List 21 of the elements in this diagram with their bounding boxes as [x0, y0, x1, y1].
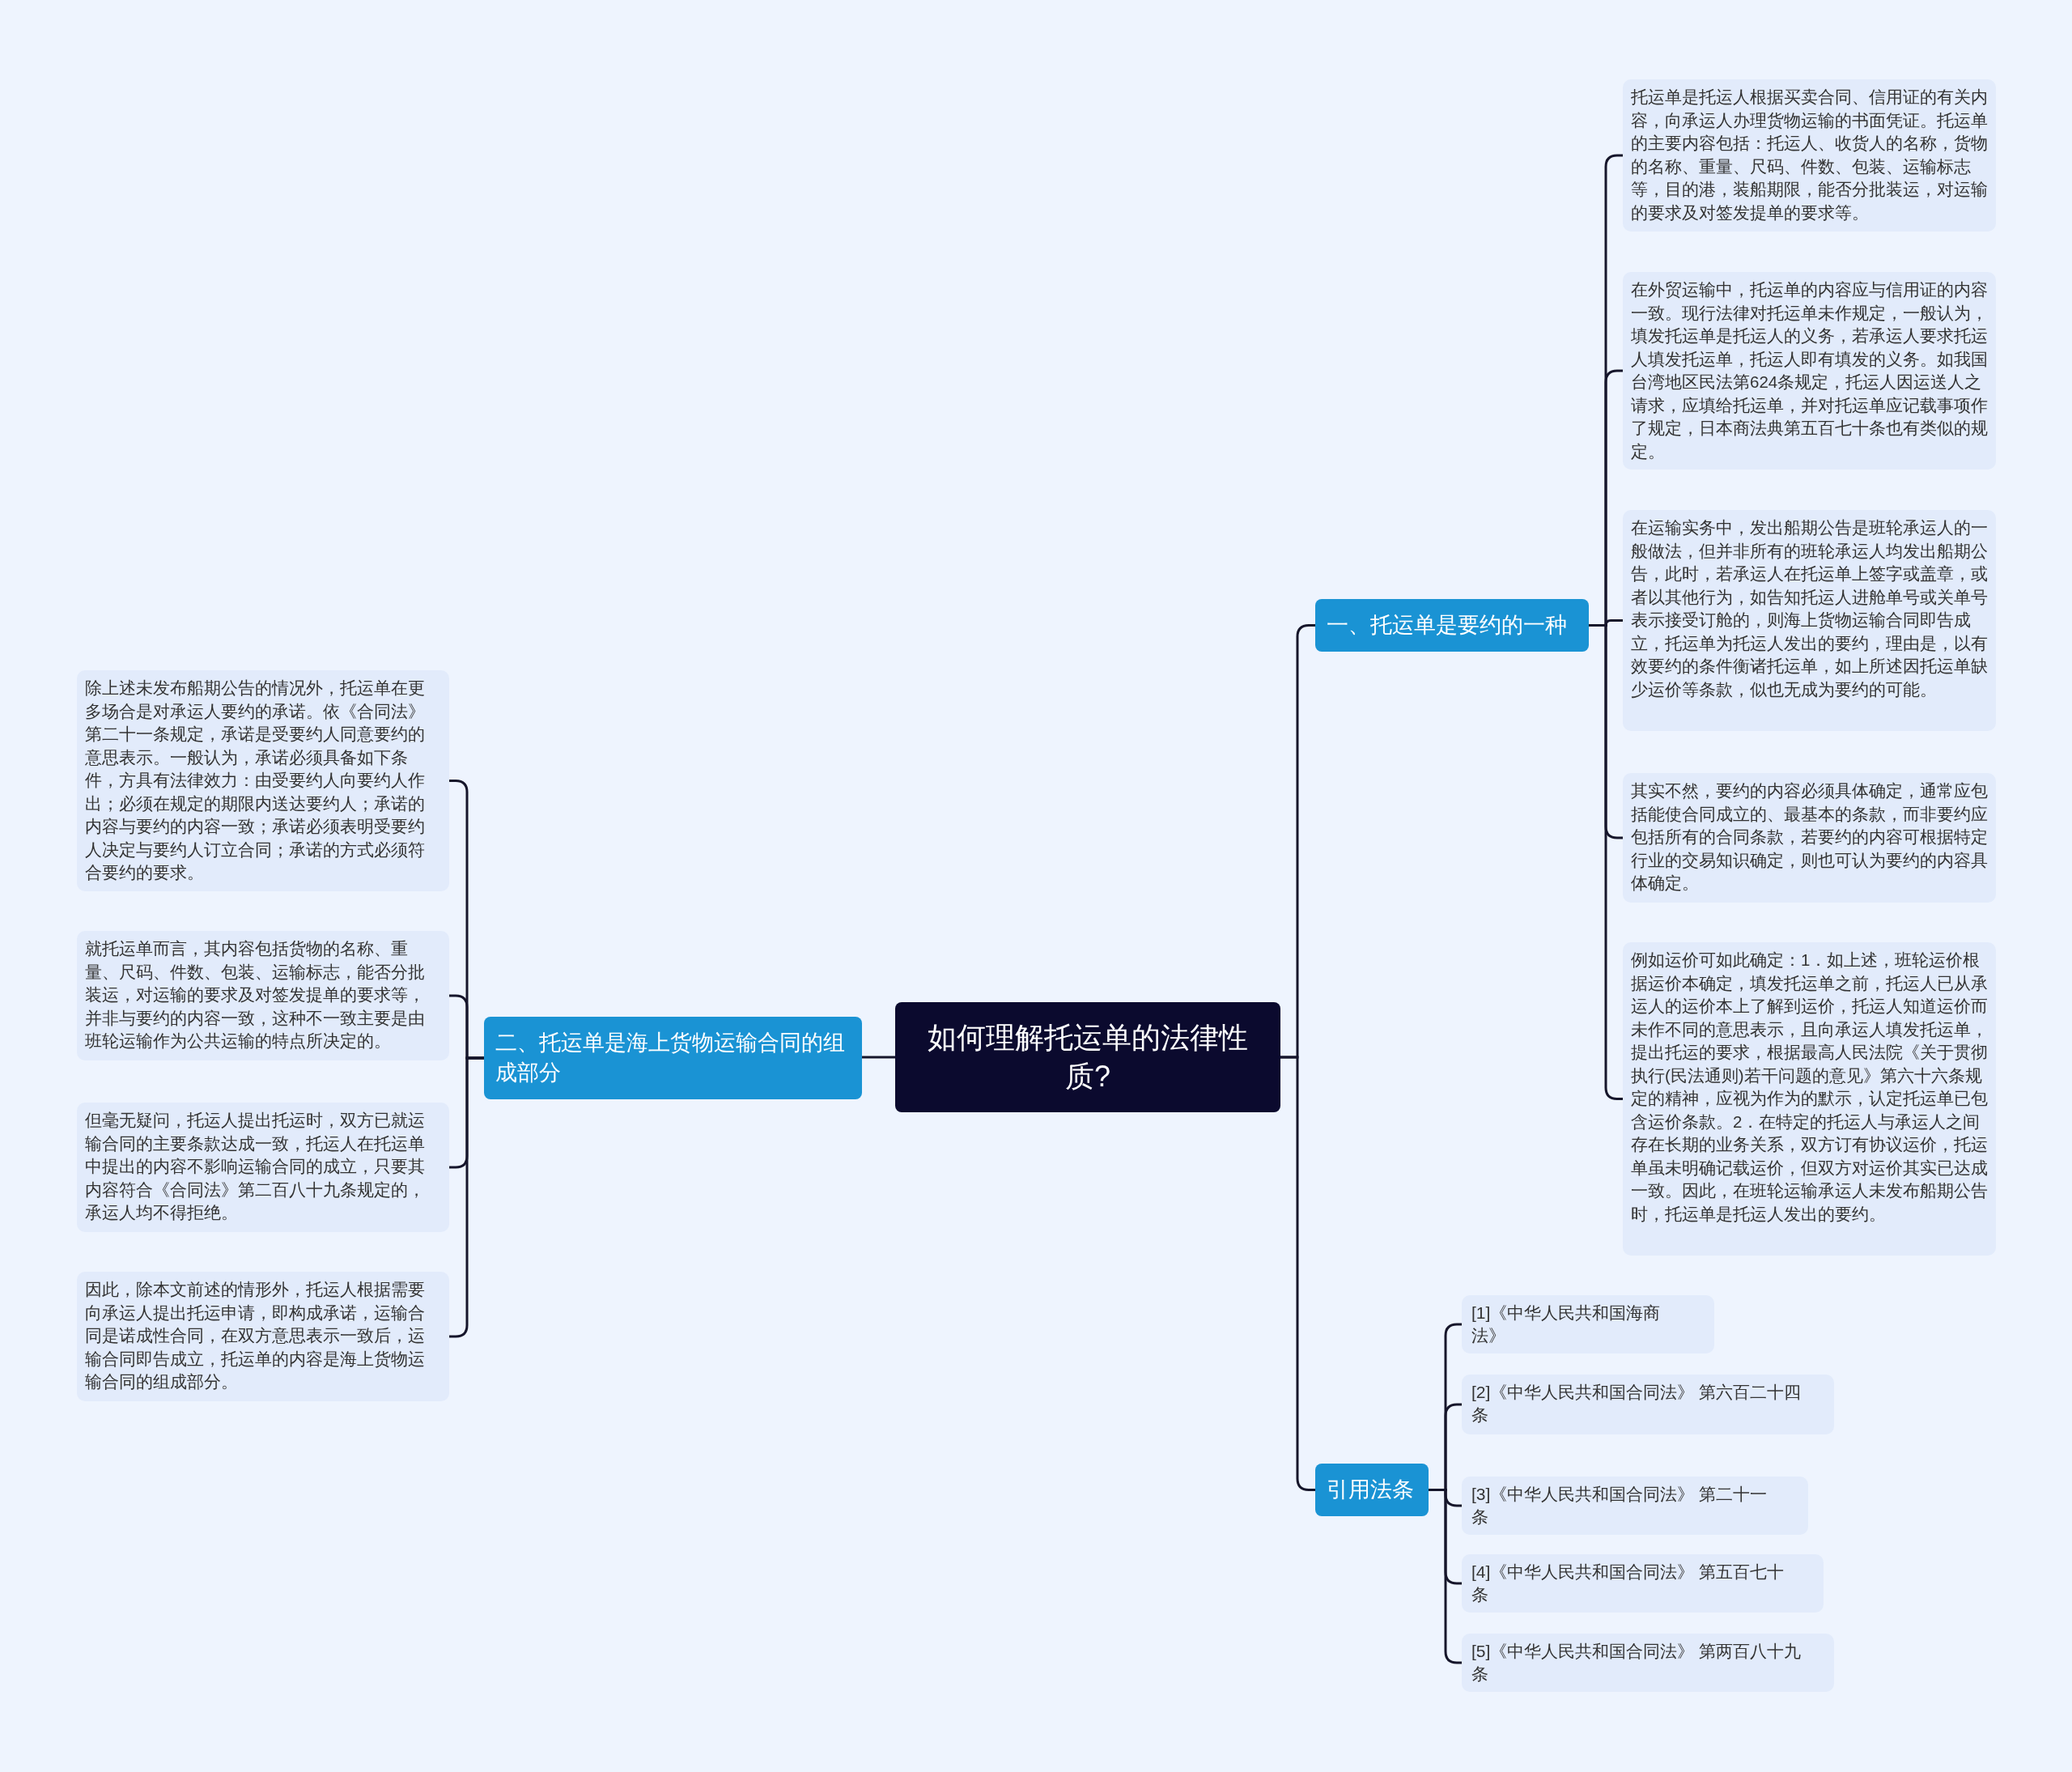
branch-box: 引用法条: [1315, 1464, 1429, 1516]
text-box: 就托运单而言，其内容包括货物的名称、重量、尺码、件数、包装、运输标志，能否分批装运，对运输的要求及对签发提单的要求等，并非与要约的内容一致，这种不一致主要是由班轮运输作为公共运输的特点所决定的。: [77, 931, 449, 1060]
text-box: 因此，除本文前述的情形外，托运人根据需要向承运人提出托运申请，即构成承诺，运输合同是诺成性合同，在双方意思表示一致后，运输合同即告成立，托运单的内容是海上货物运输合同的组成部分。: [77, 1272, 449, 1401]
text-box: 托运单是托运人根据买卖合同、信用证的有关内容，向承运人办理货物运输的书面凭证。托运单的主要内容包括：托运人、收货人的名称，货物的名称、重量、尺码、件数、包装、运输标志等，目的港，装船期限，能否分批装运，对运输的要求及对签发提单的要求等。: [1623, 79, 1996, 232]
reference-box: [1]《中华人民共和国海商法》: [1462, 1295, 1714, 1353]
reference-box: [5]《中华人民共和国合同法》 第两百八十九条: [1462, 1634, 1834, 1692]
branch-box: 二、托运单是海上货物运输合同的组成部分: [484, 1017, 862, 1099]
connector-line: [449, 1056, 484, 1338]
connector-line: [862, 1056, 895, 1059]
text-box: 其实不然，要约的内容必须具体确定，通常应包括能使合同成立的、最基本的条款，而非要约应包括所有的合同条款，若要约的内容可根据特定行业的交易知识确定，则也可认为要约的内容具体确定。: [1623, 773, 1996, 903]
reference-box: [3]《中华人民共和国合同法》 第二十一条: [1462, 1477, 1808, 1535]
reference-box: [2]《中华人民共和国合同法》 第六百二十四条: [1462, 1375, 1834, 1434]
reference-box: [4]《中华人民共和国合同法》 第五百七十条: [1462, 1554, 1824, 1613]
text-box: 在运输实务中，发出船期公告是班轮承运人的一般做法，但并非所有的班轮承运人均发出船期公告，此时，若承运人在托运单上签字或盖章，或者以其他行为，如告知托运人进舱单号或关单号表示接受订舱的，则海上货物运输合同即告成立，托运单为托运人发出的要约，理由是，以有效要约的条件衡诸托运单，如上所述因托运单缺少运价等条款，似也无成为要约的可能。: [1623, 510, 1996, 731]
connector-line: [1280, 1056, 1315, 1491]
text-box: 但毫无疑问，托运人提出托运时，双方已就运输合同的主要条款达成一致，托运人在托运单中提出的内容不影响运输合同的成立，只要其内容符合《合同法》第二百八十九条规定的，承运人均不得拒绝。: [77, 1103, 449, 1232]
branch-box: 一、托运单是要约的一种: [1315, 599, 1589, 652]
central-topic: 如何理解托运单的法律性质?: [895, 1002, 1280, 1112]
text-box: 除上述未发布船期公告的情况外，托运单在更多场合是对承运人要约的承诺。依《合同法》第二十一条规定，承诺是受要约人同意要约的意思表示。一般认为，承诺必须具备如下条件，方具有法律效力：由受要约人向要约人作出；必须在规定的期限内送达要约人；承诺的内容与要约的内容一致；承诺必须表明受要约人决定与要约人订立合同；承诺的方式必须符合要约的要求。: [77, 670, 449, 891]
text-box: 例如运价可如此确定：1．如上述，班轮运价根据运价本确定，填发托运单之前，托运人已从承运人的运价本上了解到运价，托运人知道运价而未作不同的意思表示，且向承运人填发托运单，提出托运的要求，根据最高人民法院《关于贯彻执行(民法通则)若干问题的意见》第六十六条规定的精神，应视为作为的默示，认定托运单已包含运价条款。2．在特定的托运人与承运人之间存在长期的业务关系，双方订有协议运价，托运单虽未明确记载运价，但双方对运价其实已达成一致。因此，在班轮运输承运人未发布船期公告时，托运单是托运人发出的要约。: [1623, 942, 1996, 1256]
text-box: 在外贸运输中，托运单的内容应与信用证的内容一致。现行法律对托运单未作规定，一般认为，填发托运单是托运人的义务，若承运人要求托运人填发托运单，托运人即有填发的义务。如我国台湾地区民法第624条规定，托运人因运送人之请求，应填给托运单，并对托运单应记载事项作了规定，日本商法典第五百七十条也有类似的规定。: [1623, 272, 1996, 470]
